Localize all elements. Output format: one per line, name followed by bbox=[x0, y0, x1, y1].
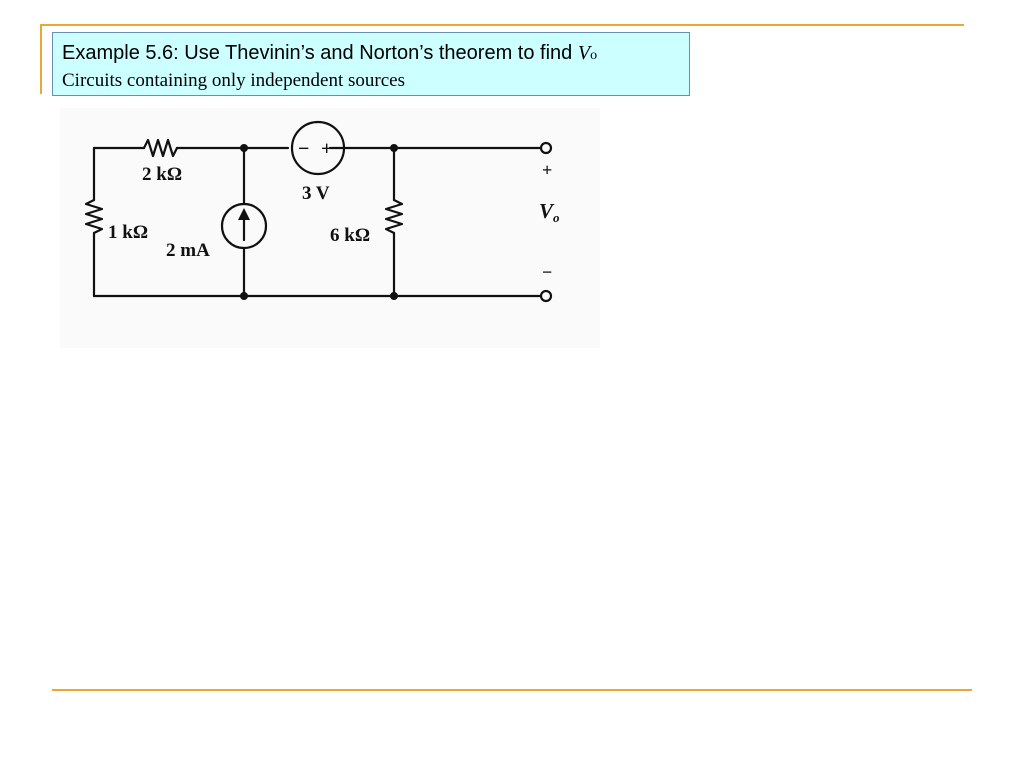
slide-title-variable: Vo bbox=[577, 42, 598, 64]
current-arrow-head bbox=[238, 208, 250, 220]
junction-bottom-right bbox=[390, 292, 398, 300]
output-plus-sign: + bbox=[542, 160, 552, 180]
junction-top-right bbox=[390, 144, 398, 152]
slide-subtitle: Circuits containing only independent sou… bbox=[62, 70, 405, 91]
label-current-source: 2 mA bbox=[166, 240, 210, 261]
junction-top-left bbox=[240, 144, 248, 152]
slide-title-text: Example 5.6: Use Thevinin’s and Norton’s… bbox=[62, 42, 578, 64]
title-box: Example 5.6: Use Thevinin’s and Norton’s… bbox=[52, 32, 690, 96]
left-accent-rule bbox=[40, 24, 42, 94]
resistor-1k bbox=[84, 198, 104, 235]
voltage-source bbox=[290, 120, 346, 176]
voltage-source-plus: + bbox=[321, 138, 332, 160]
bottom-accent-rule bbox=[52, 689, 972, 691]
voltage-source-minus: − bbox=[298, 138, 309, 160]
slide-title: Example 5.6: Use Thevinin’s and Norton’s… bbox=[62, 40, 689, 69]
resistor-2k bbox=[142, 138, 179, 158]
circuit-diagram: 2 kΩ 1 kΩ 2 mA 3 V − + 6 kΩ + − Vo bbox=[60, 108, 600, 348]
terminal-bottom bbox=[539, 289, 553, 303]
terminal-top bbox=[539, 141, 553, 155]
junction-bottom-left bbox=[240, 292, 248, 300]
output-variable: Vo bbox=[539, 199, 560, 225]
output-minus-sign: − bbox=[542, 262, 552, 282]
label-r-left: 1 kΩ bbox=[108, 222, 148, 243]
label-voltage-source: 3 V bbox=[302, 183, 330, 204]
resistor-6k bbox=[384, 198, 404, 235]
top-accent-rule bbox=[40, 24, 964, 26]
label-r-top: 2 kΩ bbox=[142, 164, 182, 185]
label-r-right: 6 kΩ bbox=[330, 225, 370, 246]
